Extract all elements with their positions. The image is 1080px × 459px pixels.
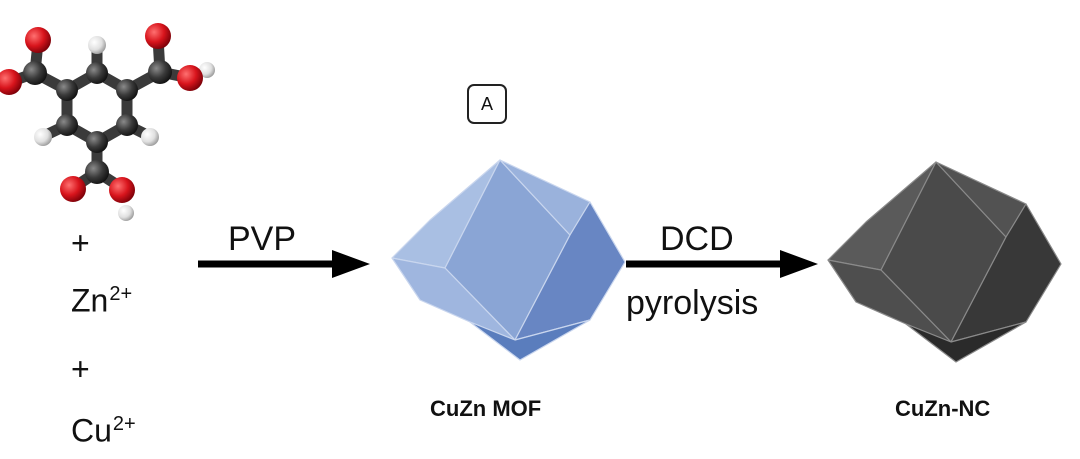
molecule-carbons — [23, 60, 172, 184]
plus-sign-2: + — [71, 351, 90, 387]
copper-charge: 2+ — [112, 413, 136, 435]
copper-symbol: Cu — [71, 412, 112, 449]
cuzn-mof-polyhedron — [391, 159, 626, 361]
copper-ion: Cu2+ — [71, 414, 136, 447]
zinc-charge: 2+ — [109, 283, 133, 305]
molecule-oxygens — [0, 23, 203, 203]
plus-sign-1: + — [71, 225, 90, 261]
zinc-ion: Zn2+ — [71, 284, 132, 317]
nc-face-right — [950, 203, 1062, 343]
cuzn-nc-polyhedron — [827, 161, 1062, 363]
molecule-hydrogens — [34, 36, 215, 221]
pyrolysis-label: pyrolysis — [626, 284, 759, 322]
nc-face-bottom — [905, 321, 1027, 363]
trimesic-acid-molecule — [0, 23, 215, 221]
aromatic-ring-dash — [76, 86, 118, 128]
cuzn-nc-caption: CuZn-NC — [895, 396, 991, 421]
zinc-symbol: Zn — [71, 282, 109, 319]
mof-face-right — [514, 201, 626, 341]
reaction-arrow-2 — [626, 250, 818, 278]
panel-label-a: A — [467, 84, 507, 124]
mof-face-bottom — [469, 319, 591, 361]
cuzn-mof-caption: CuZn MOF — [430, 396, 542, 421]
reaction-arrow-1 — [198, 250, 370, 278]
dcd-label: DCD — [660, 220, 734, 258]
pvp-label: PVP — [228, 220, 297, 258]
